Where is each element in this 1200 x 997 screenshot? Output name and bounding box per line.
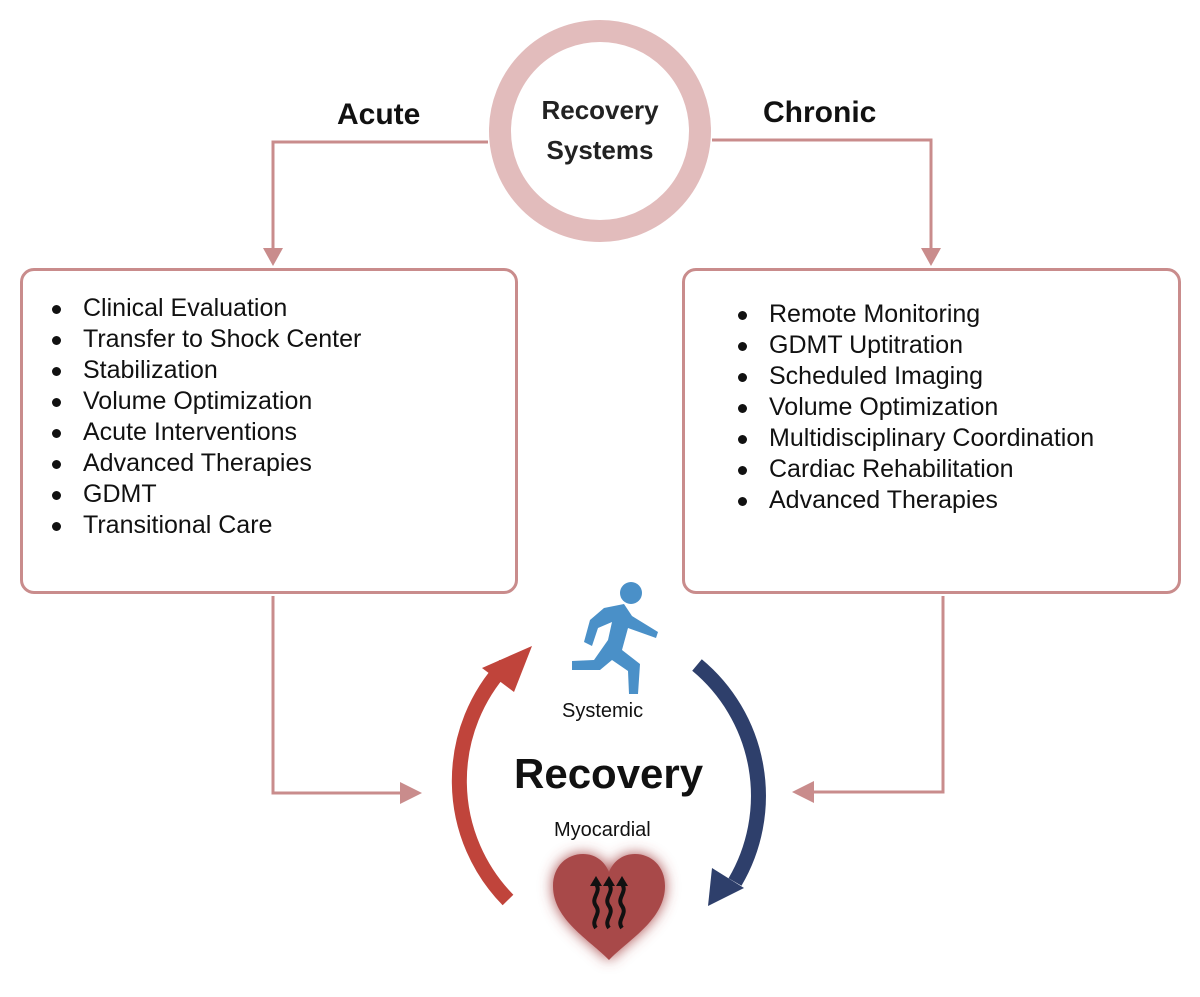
connector-chronic	[712, 138, 933, 252]
systemic-arc	[451, 659, 514, 906]
acute-label: Acute	[337, 98, 421, 131]
recovery-label: Recovery	[514, 750, 704, 797]
arrowhead-chronic	[921, 248, 941, 266]
systemic-arrowhead	[482, 646, 532, 692]
list-item: Volume Optimization	[738, 392, 1178, 423]
arrowhead-acute-recovery	[400, 782, 422, 804]
list-item: Clinical Evaluation	[52, 293, 515, 324]
up-arrows-icon	[592, 882, 626, 930]
list-item: Volume Optimization	[52, 386, 515, 417]
list-item: Transfer to Shock Center	[52, 324, 515, 355]
recovery-systems-ring	[489, 20, 711, 242]
list-item: Scheduled Imaging	[738, 361, 1178, 392]
list-item: Advanced Therapies	[52, 448, 515, 479]
systemic-label: Systemic	[562, 700, 644, 722]
myocardial-arc	[692, 659, 766, 886]
list-item: Acute Interventions	[52, 417, 515, 448]
list-item: GDMT Uptitration	[738, 330, 1178, 361]
list-item: Multidisciplinary Coordination	[738, 423, 1178, 454]
up-arrowheads	[590, 876, 628, 886]
list-item: Stabilization	[52, 355, 515, 386]
connector-acute	[271, 140, 488, 252]
list-item: Remote Monitoring	[738, 299, 1178, 330]
myocardial-label: Myocardial	[554, 819, 651, 841]
connector-chronic-to-recovery	[810, 596, 945, 794]
arrowhead-acute	[263, 248, 283, 266]
list-item: Cardiac Rehabilitation	[738, 454, 1178, 485]
running-person-icon	[572, 582, 658, 694]
list-item: GDMT	[52, 479, 515, 510]
center-title: Recovery Systems	[541, 95, 659, 165]
list-item: Transitional Care	[52, 510, 515, 541]
chronic-label: Chronic	[763, 96, 877, 129]
list-item: Advanced Therapies	[738, 485, 1178, 516]
myocardial-arrowhead	[708, 868, 744, 906]
connector-acute-to-recovery	[271, 596, 405, 795]
arrowhead-chronic-recovery	[792, 781, 814, 803]
